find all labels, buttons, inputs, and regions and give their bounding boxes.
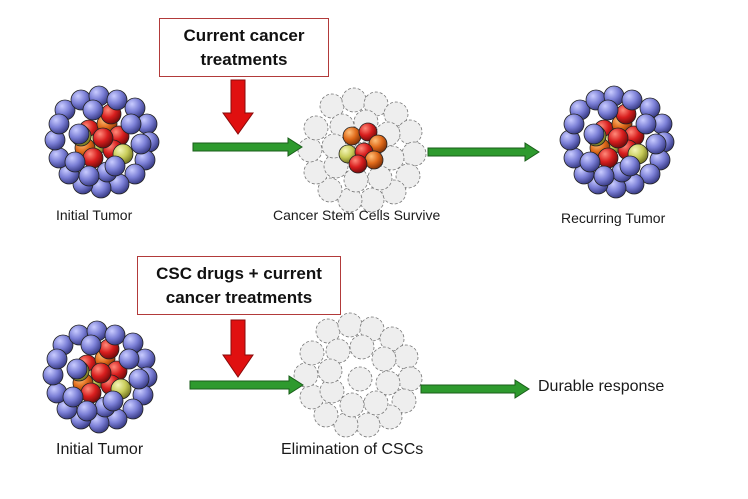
tumor-shell-cell — [82, 99, 104, 121]
progression-arrow-elimination-to-durable — [420, 379, 530, 399]
ghost-cell — [391, 388, 417, 414]
tumor-shell-cell — [563, 113, 585, 135]
tumor-shell-cell — [106, 89, 128, 111]
tumor-shell-cell — [48, 113, 70, 135]
tumor-core-cell — [90, 362, 112, 384]
initial-tumor-label-bottom: Initial Tumor — [56, 441, 144, 458]
ghost-cell — [297, 137, 323, 163]
csc-drugs-line1: CSC drugs + current — [156, 264, 322, 283]
tumor-shell-cell — [639, 163, 661, 185]
ghost-cell — [299, 340, 325, 366]
tumor-shell-cell — [593, 165, 615, 187]
tumor-shell-cell — [64, 151, 86, 173]
tumor-shell-cell — [46, 348, 68, 370]
current-treatments-box: Current cancer treatments — [159, 18, 329, 77]
csc-drugs-treatments-box: CSC drugs + current cancer treatments — [137, 256, 341, 315]
durable-response-label: Durable response — [538, 378, 665, 395]
ghost-cell — [347, 366, 373, 392]
csc-drugs-line2: cancer treatments — [165, 288, 313, 307]
tumor-core-cell — [92, 127, 114, 149]
ghost-cell — [355, 412, 381, 438]
ghost-cell — [303, 115, 329, 141]
ghost-cell — [359, 316, 385, 342]
ghost-cell — [339, 392, 365, 418]
ghost-cell — [341, 87, 367, 113]
ghost-cell — [367, 165, 393, 191]
recurring-tumor-illustration — [559, 85, 675, 199]
tumor-shell-cell — [597, 99, 619, 121]
tumor-shell-cell — [619, 155, 641, 177]
tumor-shell-cell — [62, 386, 84, 408]
eliminated-cells-illustration — [293, 312, 423, 438]
tumor-core-cell — [607, 127, 629, 149]
initial-tumor-label-top: Initial Tumor — [56, 207, 133, 223]
tumor-shell-cell — [621, 89, 643, 111]
progression-arrow-initial-to-survive — [192, 137, 303, 157]
tumor-shell-cell — [102, 390, 124, 412]
cancer-stem-cells-survive-label: Cancer Stem Cells Survive — [273, 207, 441, 223]
treatment-down-arrow-bottom — [222, 319, 254, 378]
tumor-shell-cell — [122, 398, 144, 420]
initial-tumor-illustration-bottom — [42, 320, 158, 434]
tumor-shell-cell — [635, 113, 657, 135]
surviving-stem-cell — [342, 126, 362, 146]
tumor-shell-cell — [130, 133, 152, 155]
tumor-shell-cell — [128, 368, 150, 390]
tumor-shell-cell — [120, 113, 142, 135]
ghost-cell — [371, 346, 397, 372]
tumor-shell-cell — [645, 133, 667, 155]
ghost-cell — [375, 370, 401, 396]
ghost-cell — [395, 163, 421, 189]
tumor-shell-cell — [66, 358, 88, 380]
current-treatments-line2: treatments — [200, 50, 288, 69]
ghost-cell — [397, 366, 423, 392]
ghost-cell — [313, 402, 339, 428]
recurring-tumor-label: Recurring Tumor — [561, 210, 666, 226]
ghost-cell — [317, 358, 343, 384]
ghost-cell — [363, 390, 389, 416]
tumor-shell-cell — [104, 155, 126, 177]
initial-tumor-illustration-top — [44, 85, 160, 199]
progression-arrow-survive-to-recurring — [427, 142, 540, 162]
elimination-of-cscs-label: Elimination of CSCs — [281, 441, 424, 458]
ghost-cell — [379, 326, 405, 352]
tumor-shell-cell — [124, 163, 146, 185]
tumor-shell-cell — [583, 123, 605, 145]
ghost-cell — [349, 334, 375, 360]
surviving-stem-cell — [364, 150, 384, 170]
tumor-shell-cell — [78, 165, 100, 187]
tumor-shell-cell — [76, 400, 98, 422]
ghost-cell — [393, 344, 419, 370]
ghost-cell — [383, 101, 409, 127]
ghost-cell — [397, 119, 423, 145]
ghost-cell — [363, 91, 389, 117]
current-treatments-line1: Current cancer — [183, 26, 305, 45]
tumor-shell-cell — [104, 324, 126, 346]
surviving-stem-cell — [348, 154, 368, 174]
ghost-cell — [325, 338, 351, 364]
ghost-cell — [337, 312, 363, 338]
tumor-shell-cell — [68, 123, 90, 145]
progression-arrow-initial-to-elimination — [189, 375, 304, 395]
ghost-cell — [401, 141, 427, 167]
tumor-shell-cell — [80, 334, 102, 356]
ghost-cell — [317, 177, 343, 203]
cancer-stem-cells-survive-illustration — [297, 87, 427, 213]
tumor-shell-cell — [579, 151, 601, 173]
treatment-down-arrow-top — [222, 79, 254, 135]
tumor-shell-cell — [118, 348, 140, 370]
